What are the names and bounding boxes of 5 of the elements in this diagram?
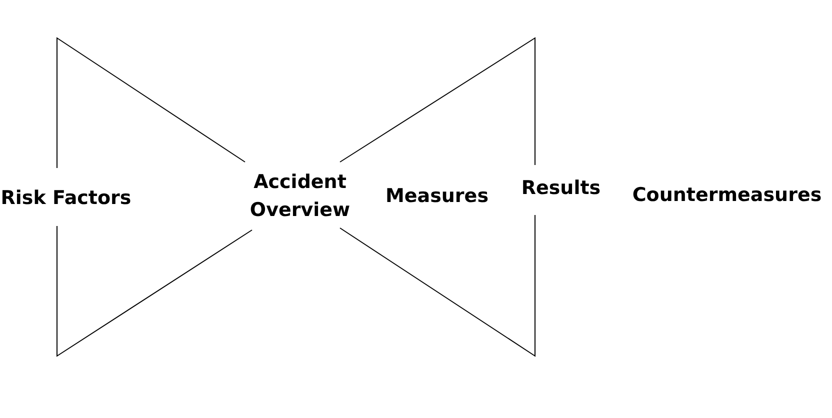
label-text: Measures bbox=[384, 184, 490, 209]
label-text: Countermeasures bbox=[631, 183, 823, 208]
label-text: Accident Overview bbox=[248, 170, 352, 223]
label-text: Results bbox=[520, 176, 602, 201]
label-text: Risk Factors bbox=[0, 186, 132, 211]
